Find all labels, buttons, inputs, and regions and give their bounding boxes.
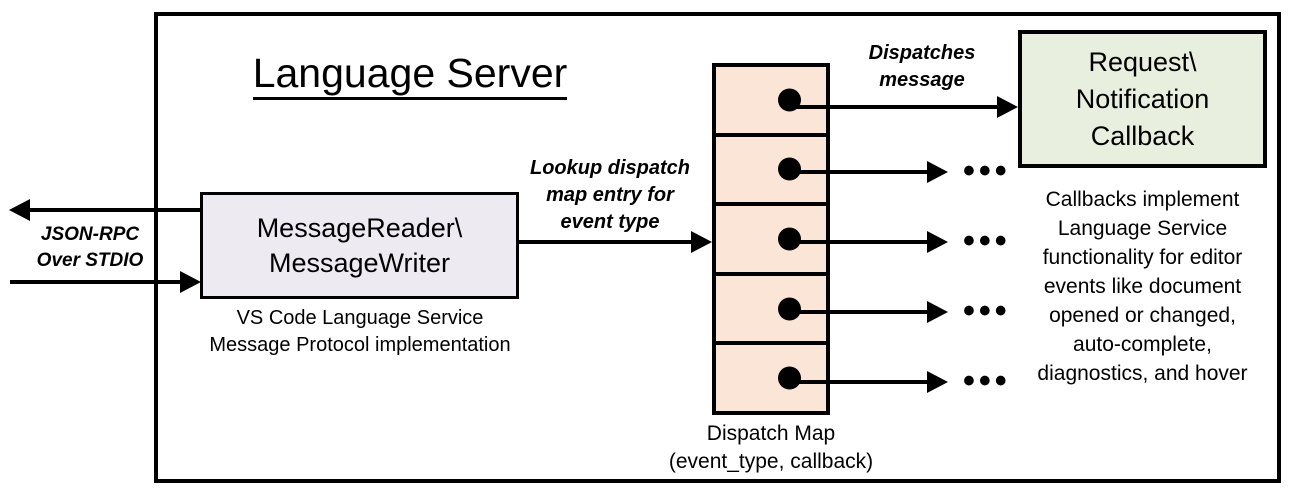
lookup-edge-label: Lookup dispatch map entry for event type bbox=[530, 157, 690, 233]
dispatch-edge-line-5 bbox=[785, 380, 931, 384]
inbound-channel-arrowhead bbox=[180, 271, 201, 293]
dispatch-edge-arrowhead-5 bbox=[927, 371, 948, 393]
jsonrpc-channel-label: JSON-RPC Over STDIO bbox=[36, 224, 144, 271]
dispatch-edge-line-4 bbox=[785, 310, 931, 314]
request-notification-callback-label: Request\ Notification Callback bbox=[1075, 46, 1210, 151]
message-reader-writer-caption: VS Code Language Service Message Protoco… bbox=[209, 307, 511, 356]
dispatch-edge-line-2 bbox=[785, 170, 931, 174]
dispatch-entry-dot-icon bbox=[778, 227, 801, 251]
table-row[interactable] bbox=[716, 67, 826, 137]
lookup-edge-arrowhead bbox=[691, 231, 712, 253]
inbound-channel-line bbox=[10, 280, 185, 284]
dispatch-edge-arrowhead-2 bbox=[927, 161, 948, 183]
dispatch-edge-label: Dispatches message bbox=[868, 42, 976, 91]
table-row[interactable] bbox=[716, 345, 826, 411]
dispatch-edge-line-1 bbox=[785, 105, 1001, 109]
dispatch-edge-ellipsis-3: ••• bbox=[963, 222, 1011, 260]
page-title: Language Server bbox=[180, 50, 640, 100]
language-server-frame bbox=[154, 12, 1281, 483]
dispatch-map-caption: Dispatch Map (event_type, callback) bbox=[668, 422, 874, 473]
dispatch-edge-ellipsis-2: ••• bbox=[963, 152, 1011, 190]
dispatch-edge-line-3 bbox=[785, 240, 931, 244]
table-row[interactable] bbox=[716, 137, 826, 207]
table-row[interactable] bbox=[716, 276, 826, 346]
dispatch-entry-dot-icon bbox=[778, 297, 801, 321]
dispatch-entry-dot-icon bbox=[778, 366, 801, 390]
callback-caption: Callbacks implement Language Service fun… bbox=[1037, 188, 1248, 385]
dispatch-edge-ellipsis-5: ••• bbox=[963, 362, 1011, 400]
dispatch-map-table[interactable] bbox=[712, 63, 830, 415]
dispatch-edge-arrowhead-3 bbox=[927, 231, 948, 253]
outbound-channel-line bbox=[30, 208, 220, 212]
dispatch-edge-arrowhead-1 bbox=[997, 96, 1018, 118]
message-reader-writer-box[interactable]: MessageReader\ MessageWriter bbox=[200, 192, 519, 299]
lookup-edge-line bbox=[519, 240, 694, 244]
request-notification-callback-box[interactable]: Request\ Notification Callback bbox=[1018, 30, 1267, 168]
dispatch-edge-ellipsis-4: ••• bbox=[963, 292, 1011, 330]
dispatch-edge-arrowhead-4 bbox=[927, 301, 948, 323]
table-row[interactable] bbox=[716, 206, 826, 276]
message-reader-writer-label: MessageReader\ MessageWriter bbox=[256, 212, 463, 278]
page-title-text: Language Server bbox=[252, 50, 568, 100]
outbound-channel-arrowhead bbox=[9, 199, 30, 221]
dispatch-entry-dot-icon bbox=[778, 157, 801, 181]
